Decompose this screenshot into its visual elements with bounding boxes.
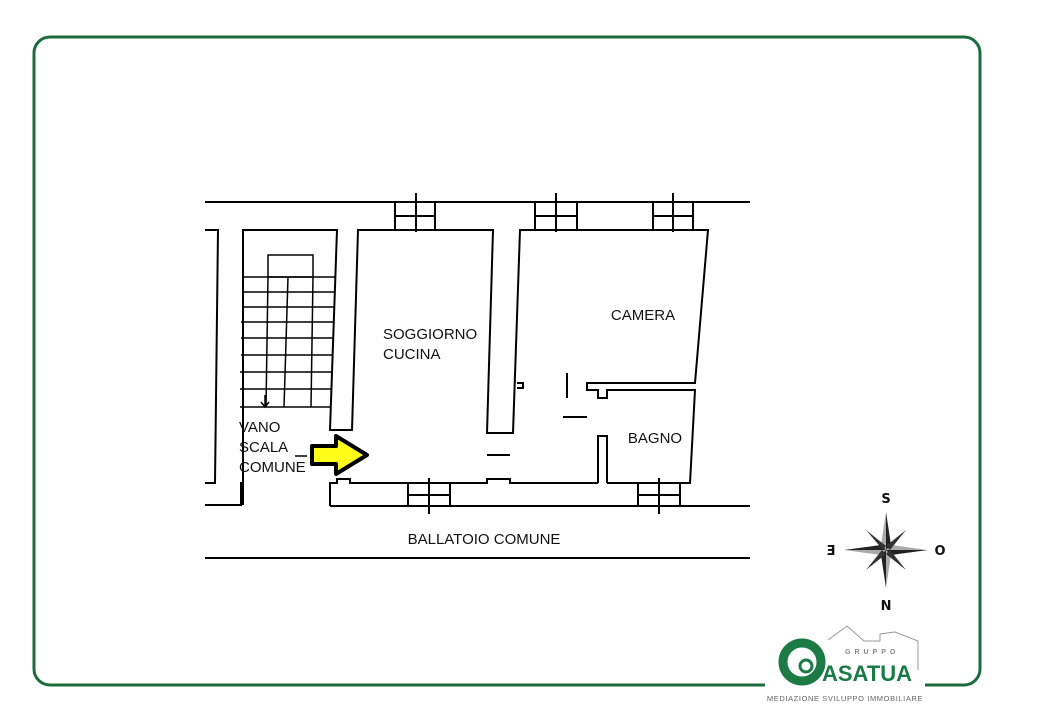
logo-tagline: MEDIAZIONE SVILUPPO IMMOBILIARE <box>767 694 923 703</box>
compass-north: N <box>881 599 892 614</box>
company-logo: GRUPPO ASATUA MEDIAZIONE SVILUPPO IMMOBI… <box>765 625 925 704</box>
compass-west: O <box>934 544 945 559</box>
room-label-living: SOGGIORNO <box>383 326 477 343</box>
room-label-stair-2: SCALA <box>239 439 288 456</box>
compass-rose-icon: S N E O <box>827 492 946 614</box>
logo-brand-text: ASATUA <box>822 661 912 686</box>
room-label-stair-1: VANO <box>239 419 280 436</box>
walls <box>205 193 750 559</box>
compass-east: E <box>827 544 836 559</box>
room-label-bathroom: BAGNO <box>628 430 682 447</box>
room-label-stair-3: COMUNE <box>239 459 306 476</box>
room-label-kitchen: CUCINA <box>383 346 441 363</box>
page-frame <box>32 35 982 687</box>
logo-group-text: GRUPPO <box>845 649 899 656</box>
entrance-arrow <box>310 434 369 476</box>
balcony-label: BALLATOIO COMUNE <box>408 531 561 548</box>
compass-south: S <box>881 492 890 507</box>
room-label-bedroom: CAMERA <box>611 307 675 324</box>
stair-grid <box>240 254 335 409</box>
